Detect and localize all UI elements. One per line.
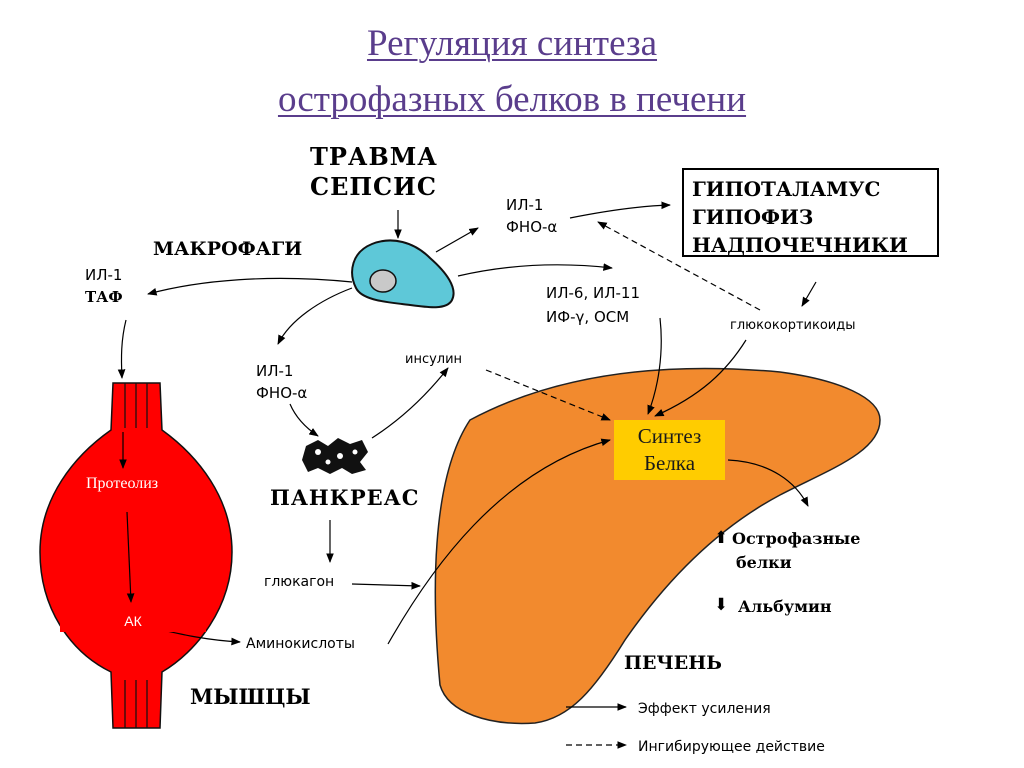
aminoacids-label: Аминокислоты [246, 636, 355, 652]
arrow-glucagon-to-liver [351, 581, 421, 590]
title-line-2: острофазных белков в печени [277, 79, 747, 120]
cytokine-left-line-1: ИЛ-1 [85, 266, 123, 284]
title-line-1: Регуляция синтеза [366, 23, 658, 64]
arrow-cell-to-il1-top [435, 227, 479, 253]
arrow-muscle-inner-2 [126, 511, 135, 603]
cytokine-top-line-2: ФНО-α [506, 218, 558, 236]
acute-phase-line-1: Острофазные [732, 529, 861, 548]
cytokine-left-line-2: ТАФ [85, 288, 123, 306]
arrow-gluco-to-il1-inhibit [597, 221, 761, 311]
glucagon-label: глюкагон [264, 574, 335, 590]
macrophage-cell [351, 239, 455, 309]
liver-shape [434, 367, 881, 725]
ak-label: АК [124, 613, 142, 629]
liver-label: ПЕЧЕНЬ [624, 652, 722, 674]
synthesis-line-1: Синтез [637, 423, 702, 448]
trauma-label: ТРАВМА [310, 142, 438, 171]
hypothalamus-box: ГИПОТАЛАМУС ГИПОФИЗ НАДПОЧЕЧНИКИ [682, 168, 939, 257]
synthesis-line-2: Белка [643, 451, 696, 475]
albumin-label: Альбумин [738, 597, 832, 616]
legend-solid-label: Эффект усиления [638, 701, 771, 717]
arrow-pancreas-to-insulin [371, 367, 449, 439]
cytokine-right-line-2: ИФ-γ, ОСМ [546, 308, 630, 326]
cytokine-mid-line-2: ФНО-α [256, 384, 308, 402]
arrow-il1-mid-to-pancreas [289, 403, 319, 437]
ak-box: АК [60, 610, 206, 632]
insulin-label: инсулин [405, 352, 463, 367]
proteolysis-label: Протеолиз [86, 475, 159, 492]
arrow-il1-left-to-muscle [117, 319, 127, 379]
arrow-gluco-to-synthesis [654, 339, 747, 417]
arrow-il1-to-hypothalamus [569, 201, 671, 219]
acute-phase-line-2: белки [736, 553, 792, 572]
sepsis-label: СЕПСИС [310, 172, 437, 201]
arrow-synthesis-to-proteins [727, 459, 809, 507]
hypothalamus-label: ГИПОТАЛАМУС [692, 177, 881, 201]
arrow-il6-to-synthesis [647, 317, 662, 415]
cytokine-mid-line-1: ИЛ-1 [256, 362, 294, 380]
acute-phase-arrow-icon: ⬆ [714, 528, 729, 548]
muscle-shape [39, 382, 233, 729]
macrophages-label: МАКРОФАГИ [153, 238, 303, 260]
arrow-aminoacids-to-synthesis [387, 438, 611, 645]
arrow-cell-to-il1-left [147, 277, 353, 296]
protein-synthesis-box: Синтез Белка [614, 420, 725, 480]
pituitary-label: ГИПОФИЗ [692, 205, 814, 229]
legend-dashed-label: Ингибирующее действие [638, 739, 825, 755]
pancreas-shape [302, 438, 368, 474]
glucocorticoids-label: глюкокортикоиды [730, 318, 856, 333]
arrow-cell-to-il6 [457, 263, 613, 277]
pancreas-label: ПАНКРЕАС [270, 485, 420, 510]
cytokine-top-line-1: ИЛ-1 [506, 196, 544, 214]
arrow-cell-to-il1-mid [277, 287, 353, 345]
muscles-label: МЫШЦЫ [190, 684, 311, 709]
arrow-insulin-to-synthesis [485, 369, 611, 421]
cytokine-right-line-1: ИЛ-6, ИЛ-11 [546, 284, 640, 302]
adrenals-label: НАДПОЧЕЧНИКИ [692, 233, 908, 257]
arrow-hypothalamus-to-gluco [801, 281, 817, 307]
albumin-arrow-icon: ⬇ [714, 595, 729, 615]
